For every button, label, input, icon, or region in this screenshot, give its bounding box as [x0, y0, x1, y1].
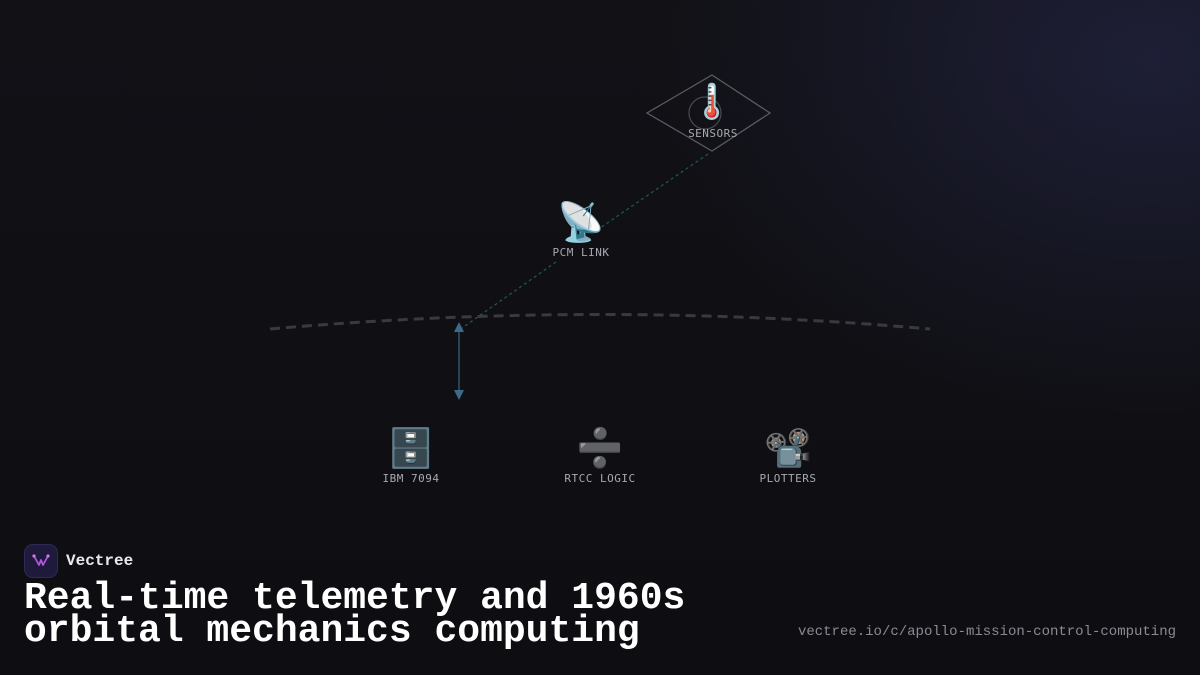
- brand-name: Vectree: [66, 552, 134, 570]
- node-rtcc-logic[interactable]: ➗ RTCC LOGIC: [540, 426, 660, 485]
- node-label-ibm-7094: IBM 7094: [382, 472, 440, 485]
- page-title-line-2: orbital mechanics computing: [24, 610, 640, 653]
- node-label-sensors: SENSORS: [688, 127, 738, 140]
- page-title-line-1: Real-time telemetry and 1960s: [24, 577, 686, 620]
- node-plotters[interactable]: 📽️ PLOTTERS: [728, 426, 848, 485]
- arrow-up-head: [454, 322, 464, 332]
- node-ibm-7094[interactable]: 🗄️ IBM 7094: [351, 426, 471, 485]
- edge-sensors-pcm-link: [599, 153, 709, 229]
- satellite-antenna-icon: 📡: [557, 200, 605, 244]
- thermometer-icon: 🌡️: [690, 82, 734, 122]
- vectree-logo-icon: [24, 544, 58, 578]
- sensors-ring: [688, 96, 722, 130]
- arrow-down-head: [454, 390, 464, 400]
- node-label-plotters: PLOTTERS: [759, 472, 817, 485]
- page-url[interactable]: vectree.io/c/apollo-mission-control-comp…: [797, 624, 1176, 640]
- file-cabinet-icon: 🗄️: [387, 426, 435, 470]
- page-title: Real-time telemetry and 1960s orbital me…: [24, 577, 784, 653]
- brand[interactable]: Vectree: [24, 544, 133, 578]
- boundary-arc: [269, 313, 931, 331]
- node-label-pcm-link: PCM LINK: [552, 246, 610, 259]
- divide-icon: ➗: [576, 426, 624, 470]
- sensors-diamond: [645, 74, 772, 152]
- node-pcm-link[interactable]: 📡 PCM LINK: [521, 200, 641, 259]
- film-projector-icon: 📽️: [764, 426, 812, 470]
- edge-pcm-link-ibm: [461, 261, 557, 329]
- node-label-rtcc-logic: RTCC LOGIC: [564, 472, 636, 485]
